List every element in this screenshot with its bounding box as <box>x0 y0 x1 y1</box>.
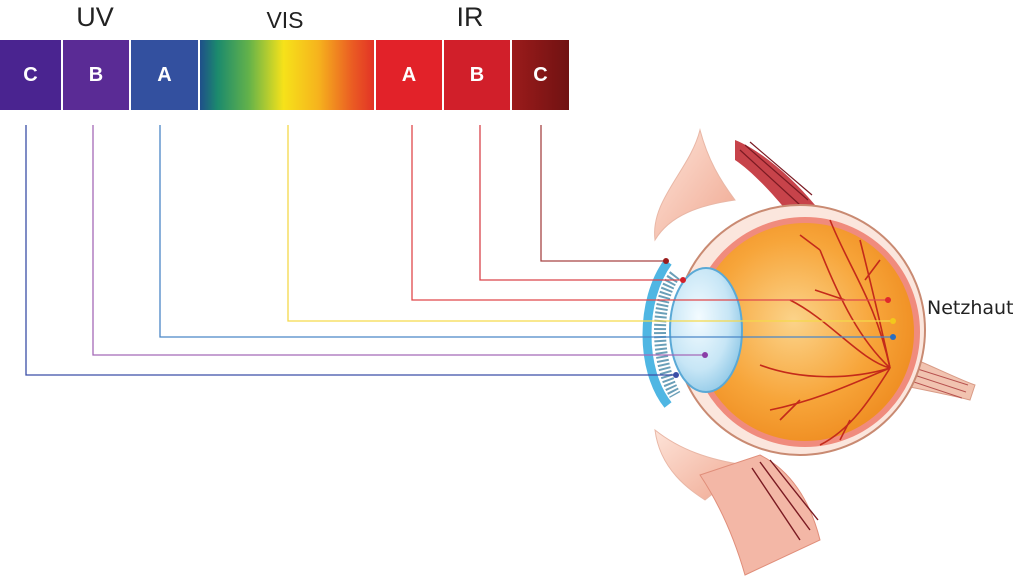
lower-muscle <box>699 454 821 576</box>
vis-ray <box>287 125 893 322</box>
uvc-ray <box>25 125 676 376</box>
uvb-band: B <box>63 40 129 110</box>
upper-muscle <box>735 140 815 215</box>
retina-label: Netzhaut <box>927 297 1014 319</box>
radiation-lines <box>25 125 893 376</box>
irc-ray <box>540 125 666 262</box>
cornea <box>642 259 672 408</box>
upper-eyelid <box>654 128 736 242</box>
irc-band: C <box>512 40 569 110</box>
ray-endpoints <box>663 258 896 378</box>
vis-group-label: VIS <box>266 7 304 33</box>
uva-ray <box>159 125 893 338</box>
uv-group-label: UV <box>76 2 114 32</box>
ira-band: A <box>376 40 442 110</box>
eye-lens <box>669 267 743 393</box>
uvb-ray <box>92 125 705 356</box>
irb-band: B <box>444 40 510 110</box>
irb-ray <box>479 125 683 281</box>
vis-band <box>200 40 374 110</box>
uva-band: A <box>131 40 198 110</box>
ira-ray <box>411 125 888 301</box>
ir-group-label: IR <box>456 2 484 32</box>
uvc-band: C <box>0 40 61 110</box>
retinal-vessels <box>759 219 891 446</box>
